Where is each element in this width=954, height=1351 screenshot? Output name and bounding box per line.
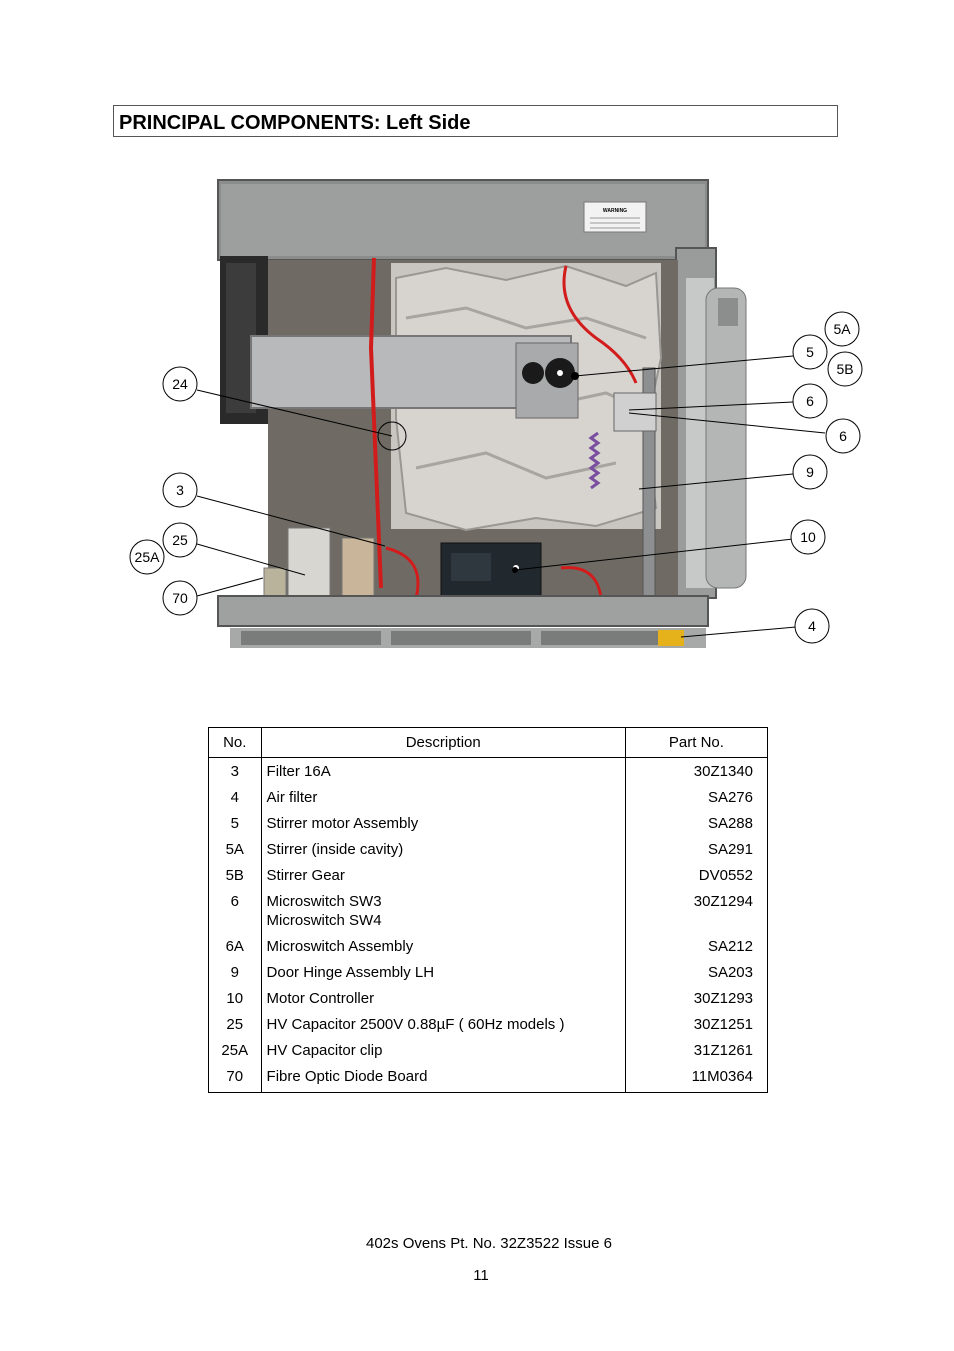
oven-left-side-photo: WARNING (206, 168, 752, 655)
row-description: Stirrer motor Assembly (260, 810, 626, 836)
svg-text:24: 24 (172, 376, 188, 392)
leader-line-dots (377, 372, 579, 573)
row-description: HV Capacitor clip (260, 1037, 626, 1063)
callout-5: 5 (792, 334, 828, 370)
warning-sticker-text: WARNING (603, 208, 627, 214)
row-description: Stirrer (inside cavity) (260, 836, 626, 862)
callout-9: 9 (792, 454, 828, 490)
row-description: Stirrer Gear (260, 862, 626, 888)
row-number: 10 (208, 985, 262, 1011)
row-description-line-2: Microswitch SW4 (266, 912, 382, 929)
row-part-number: 30Z1294 (624, 888, 769, 933)
table-row: 9 Door Hinge Assembly LH SA203 (208, 959, 769, 985)
row-part-number: SA288 (624, 810, 769, 836)
parts-table: No. Description Part No. 3 Filter 16A 30… (208, 727, 769, 1093)
row-part-number: SA203 (624, 959, 769, 985)
row-number: 5A (208, 836, 262, 862)
callout-6-lower: 6 (825, 418, 861, 454)
row-number: 25A (208, 1037, 262, 1063)
callout-25: 25 (162, 522, 198, 558)
callout-target-ring (377, 421, 407, 451)
svg-text:10: 10 (800, 529, 816, 545)
row-number: 5B (208, 862, 262, 888)
table-row: 25A HV Capacitor clip 31Z1261 (208, 1037, 769, 1063)
row-part-number: SA212 (624, 933, 769, 959)
svg-text:25A: 25A (135, 549, 161, 565)
callout-5B: 5B (827, 351, 863, 387)
row-description: HV Capacitor 2500V 0.88µF ( 60Hz models … (260, 1011, 626, 1037)
row-number: 6 (208, 888, 262, 933)
svg-text:4: 4 (808, 618, 816, 634)
table-row: 25 HV Capacitor 2500V 0.88µF ( 60Hz mode… (208, 1011, 769, 1037)
table-row: 4 Air filter SA276 (208, 784, 769, 810)
table-row: 6 Microswitch SW3 Microswitch SW4 30Z129… (208, 888, 769, 933)
row-number: 70 (208, 1063, 262, 1093)
column-header-no: No. (208, 727, 262, 758)
row-number: 5 (208, 810, 262, 836)
callout-dot (571, 372, 579, 380)
svg-text:70: 70 (172, 590, 188, 606)
column-header-description: Description (260, 727, 626, 758)
row-description: Door Hinge Assembly LH (260, 959, 626, 985)
svg-text:5B: 5B (836, 361, 853, 377)
row-part-number: 11M0364 (624, 1063, 769, 1093)
table-row: 3 Filter 16A 30Z1340 (208, 757, 769, 784)
row-number: 9 (208, 959, 262, 985)
callout-70: 70 (162, 580, 198, 616)
table-row: 10 Motor Controller 30Z1293 (208, 985, 769, 1011)
row-number: 3 (208, 757, 262, 784)
svg-text:3: 3 (176, 482, 184, 498)
section-title-box: PRINCIPAL COMPONENTS: Left Side (113, 105, 838, 137)
svg-text:6: 6 (806, 393, 814, 409)
row-description: Fibre Optic Diode Board (260, 1063, 626, 1093)
row-description: Filter 16A (260, 757, 626, 784)
row-number: 6A (208, 933, 262, 959)
row-part-number: 30Z1340 (624, 757, 769, 784)
callout-10: 10 (790, 519, 826, 555)
row-description-line-1: Microswitch SW3 (266, 893, 382, 910)
document-reference: 402s Ovens Pt. No. 32Z3522 Issue 6 (366, 1235, 612, 1252)
table-row: 5A Stirrer (inside cavity) SA291 (208, 836, 769, 862)
row-description: Microswitch Assembly (260, 933, 626, 959)
svg-text:6: 6 (839, 428, 847, 444)
table-header-row: No. Description Part No. (208, 727, 769, 758)
callout-25A: 25A (129, 539, 165, 575)
column-header-part-no: Part No. (624, 727, 769, 758)
row-part-number: DV0552 (624, 862, 769, 888)
row-part-number: 30Z1293 (624, 985, 769, 1011)
row-part-number: SA276 (624, 784, 769, 810)
row-description: Air filter (260, 784, 626, 810)
svg-text:5: 5 (806, 344, 814, 360)
page-title: PRINCIPAL COMPONENTS: Left Side (119, 112, 471, 134)
row-description: Microswitch SW3 Microswitch SW4 (260, 888, 626, 933)
callout-3: 3 (162, 472, 198, 508)
table-row: 5B Stirrer Gear DV0552 (208, 862, 769, 888)
row-part-number: 30Z1251 (624, 1011, 769, 1037)
row-part-number: SA291 (624, 836, 769, 862)
callout-4: 4 (794, 608, 830, 644)
svg-text:9: 9 (806, 464, 814, 480)
table-row: 70 Fibre Optic Diode Board 11M0364 (208, 1063, 769, 1093)
callout-dot (512, 567, 518, 573)
row-description: Motor Controller (260, 985, 626, 1011)
table-row: 5 Stirrer motor Assembly SA288 (208, 810, 769, 836)
callout-24: 24 (162, 366, 198, 402)
row-number: 25 (208, 1011, 262, 1037)
table-row: 6A Microswitch Assembly SA212 (208, 933, 769, 959)
row-number: 4 (208, 784, 262, 810)
svg-text:5A: 5A (833, 321, 851, 337)
callout-5A: 5A (824, 311, 860, 347)
row-part-number: 31Z1261 (624, 1037, 769, 1063)
page-number: 11 (473, 1267, 489, 1284)
svg-text:25: 25 (172, 532, 188, 548)
callout-6-upper: 6 (792, 383, 828, 419)
